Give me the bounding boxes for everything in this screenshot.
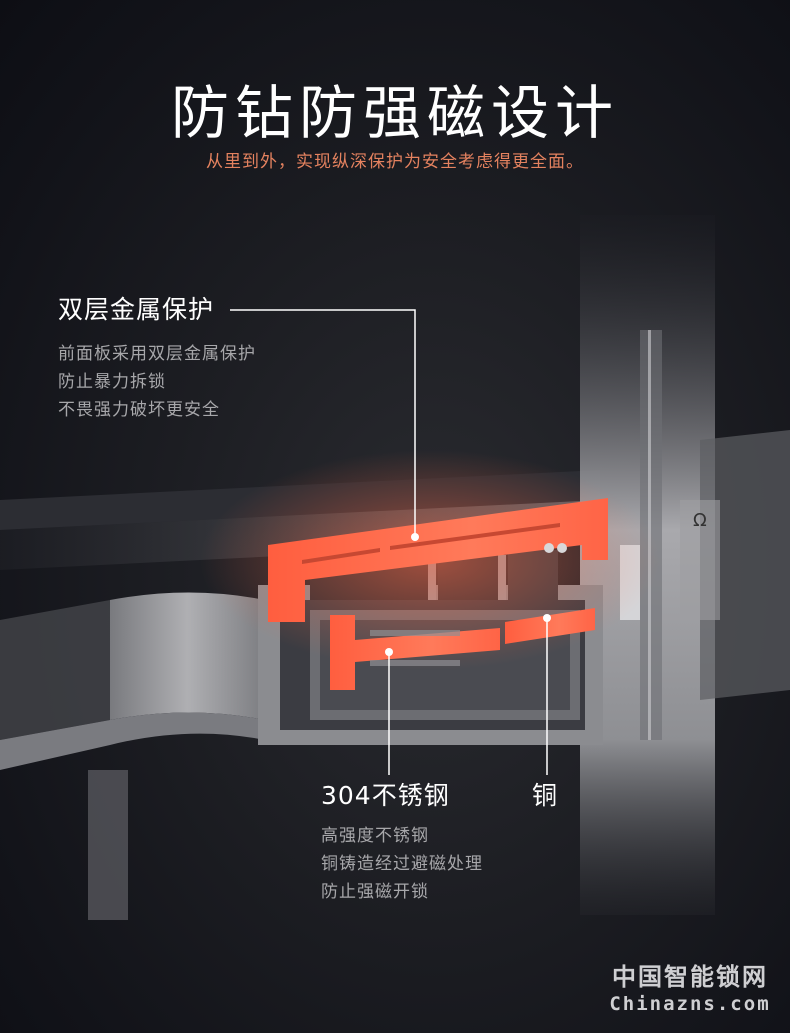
page-subtitle: 从里到外，实现纵深保护为安全考虑得更全面。 [206, 152, 584, 172]
callout-stainless-title: 304不锈钢 [321, 781, 450, 810]
callout-stainless-desc: 高强度不锈钢 铜铸造经过避磁处理 防止强磁开锁 [321, 822, 483, 906]
callout-line: 防止暴力拆锁 [58, 372, 166, 392]
watermark-cn: 中国智能锁网 [612, 963, 768, 991]
callout-line: 防止强磁开锁 [321, 882, 429, 902]
callout-double-metal-desc: 前面板采用双层金属保护 防止暴力拆锁 不畏强力破坏更安全 [58, 340, 256, 424]
callout-double-metal-title: 双层金属保护 [58, 295, 215, 324]
watermark-en: Chinazns.com [609, 993, 771, 1015]
callout-line: 铜铸造经过避磁处理 [321, 854, 483, 874]
watermark: 中国智能锁网 Chinazns.com [600, 962, 780, 1016]
svg-text:Ω: Ω [693, 510, 707, 531]
callout-line: 高强度不锈钢 [321, 826, 429, 846]
callout-line: 前面板采用双层金属保护 [58, 344, 256, 364]
callout-line: 不畏强力破坏更安全 [58, 400, 220, 420]
callout-copper-title: 铜 [532, 781, 559, 810]
page-title: 防钻防强磁设计 [170, 79, 619, 147]
